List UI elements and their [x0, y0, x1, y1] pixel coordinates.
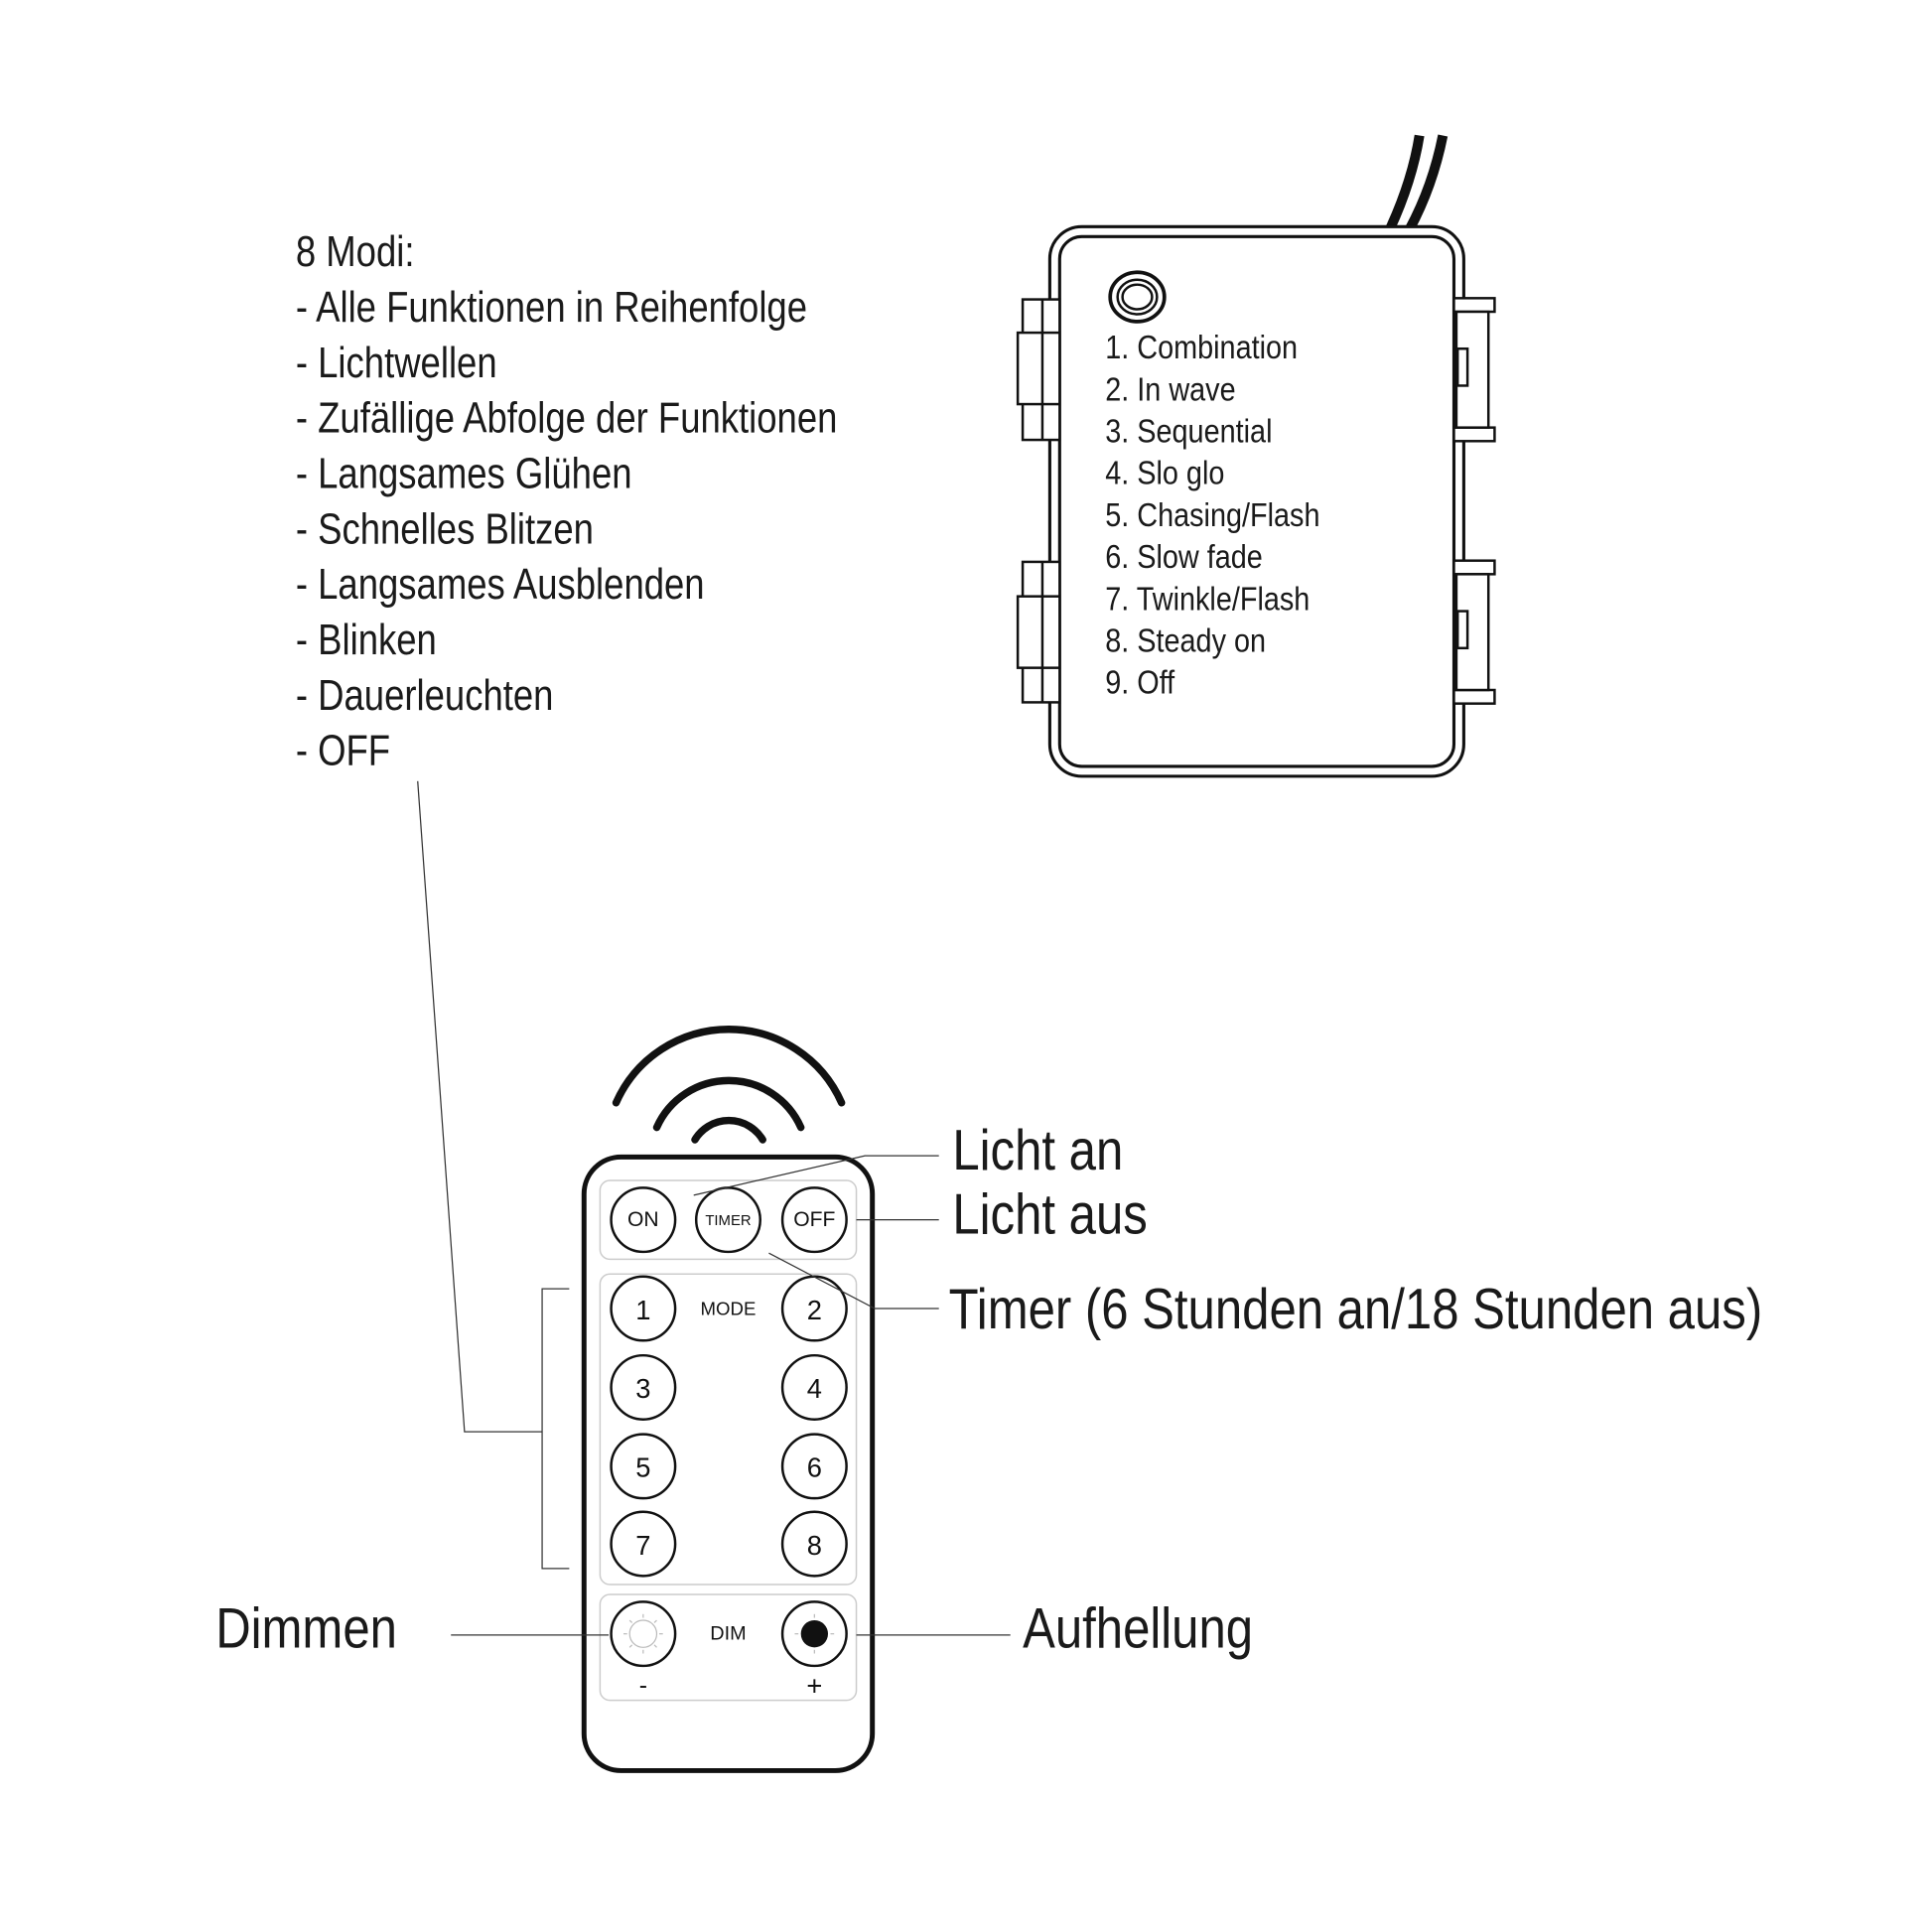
sun-filled-icon	[800, 1620, 828, 1648]
dim-label: DIM	[710, 1623, 746, 1645]
aufhellung-callout: Aufhellung	[1023, 1597, 1253, 1660]
mode-item: - Langsames Ausblenden	[296, 561, 705, 609]
mode-5-button[interactable]: 5	[610, 1433, 677, 1500]
timer-button[interactable]: TIMER	[694, 1186, 761, 1254]
controller-mode-item: 4. Slo glo	[1105, 455, 1224, 492]
mode-item: - Lichtwellen	[296, 340, 497, 387]
mode-item: - Blinken	[296, 617, 437, 664]
leader-lines	[417, 780, 1011, 1636]
controller-mode-item: 5. Chasing/Flash	[1105, 496, 1319, 534]
mode-7-button[interactable]: 7	[610, 1510, 677, 1578]
button-label: 1	[635, 1295, 650, 1325]
cable	[1385, 134, 1425, 231]
button-label: 4	[807, 1373, 822, 1404]
mode-item: - OFF	[296, 728, 390, 775]
timer-label: TIMER	[705, 1213, 752, 1229]
controller-mode-item: 3. Sequential	[1105, 413, 1272, 451]
sun-outline-icon	[628, 1619, 658, 1648]
button-label: 3	[635, 1373, 650, 1404]
off-label: OFF	[793, 1208, 835, 1231]
mode-1-button[interactable]: 1	[610, 1275, 677, 1342]
minus-label: -	[639, 1672, 647, 1699]
dim-plus-button[interactable]	[780, 1600, 848, 1668]
mode-6-button[interactable]: 6	[780, 1433, 848, 1500]
modes-title: 8 Modi:	[296, 228, 415, 276]
controller-mode-item: 9. Off	[1105, 664, 1174, 702]
dimmen-callout: Dimmen	[215, 1597, 397, 1660]
controller-box: 1. Combination 2. In wave 3. Sequential …	[1016, 134, 1496, 778]
on-button[interactable]: ON	[610, 1186, 677, 1254]
controller-mode-item: 6. Slow fade	[1105, 538, 1263, 576]
mode-4-button[interactable]: 4	[780, 1353, 848, 1421]
mode-item: - Zufällige Abfolge der Funktionen	[296, 395, 838, 443]
controller-mode-item: 7. Twinkle/Flash	[1105, 580, 1310, 618]
mode-item: - Schnelles Blitzen	[296, 505, 594, 553]
signal-icon	[612, 1026, 846, 1144]
mode-2-button[interactable]: 2	[780, 1275, 848, 1342]
controller-mode-list: 1. Combination 2. In wave 3. Sequential …	[1105, 329, 1319, 701]
mode-item: - Alle Funktionen in Reihenfolge	[296, 284, 807, 332]
licht-an-callout: Licht an	[952, 1119, 1123, 1181]
off-button[interactable]: OFF	[780, 1186, 848, 1254]
controller-mode-item: 2. In wave	[1105, 370, 1235, 408]
remote-control: ON TIMER OFF MODE 1 2 3 4 5 6 7 8 DIM - …	[581, 1154, 876, 1773]
controller-mode-item: 1. Combination	[1105, 329, 1298, 366]
on-label: ON	[627, 1208, 659, 1231]
mode-label: MODE	[701, 1299, 757, 1319]
timer-callout: Timer (6 Stunden an/18 Stunden aus)	[949, 1278, 1763, 1340]
right-clip	[1452, 297, 1496, 705]
mode-item: - Dauerleuchten	[296, 672, 554, 720]
button-label: 8	[807, 1530, 822, 1561]
button-label: 2	[807, 1295, 822, 1325]
mode-3-button[interactable]: 3	[610, 1353, 677, 1421]
cable	[1405, 134, 1449, 232]
left-clip	[1016, 298, 1061, 704]
plus-label: +	[806, 1670, 822, 1701]
licht-aus-callout: Licht aus	[952, 1183, 1147, 1246]
controller-mode-item: 8. Steady on	[1105, 622, 1266, 660]
mode-button-icon[interactable]	[1108, 270, 1167, 324]
mode-item: - Langsames Glühen	[296, 451, 632, 498]
dim-minus-button[interactable]	[610, 1600, 677, 1668]
button-label: 6	[807, 1452, 822, 1483]
mode-8-button[interactable]: 8	[780, 1510, 848, 1578]
button-label: 7	[635, 1530, 650, 1561]
modes-list: 8 Modi: - Alle Funktionen in Reihenfolge…	[296, 228, 838, 774]
button-label: 5	[635, 1452, 650, 1483]
